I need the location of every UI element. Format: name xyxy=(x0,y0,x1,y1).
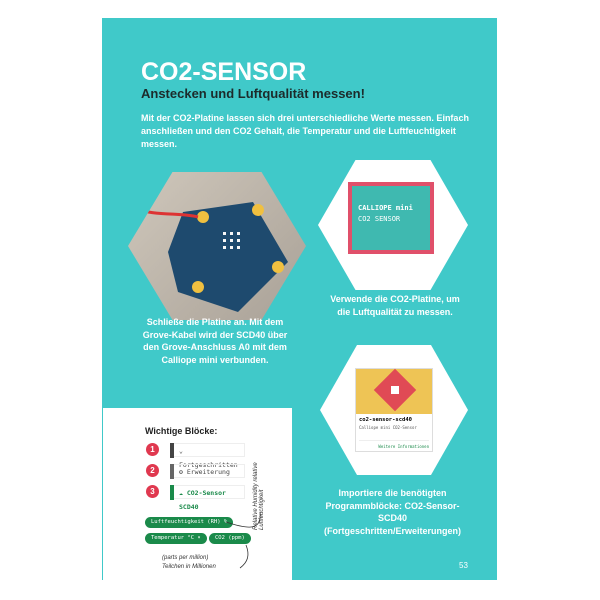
card-desc: Calliope mini CO2-Sensor xyxy=(359,425,417,430)
step-number: 2 xyxy=(146,464,159,477)
annotation-arrows xyxy=(225,511,261,569)
card-image xyxy=(356,368,432,414)
step-number: 3 xyxy=(146,485,159,498)
humidity-block: Luftfeuchtigkeit (RH) % xyxy=(145,517,234,528)
card-name: co2-sensor-scd40 xyxy=(359,417,412,423)
block-category-advanced: ⌄ Fortgeschritten xyxy=(170,443,245,469)
ppm-note-1: (parts per million) xyxy=(162,555,209,561)
cloud-icon: ☁ xyxy=(179,489,187,497)
extension-card[interactable]: co2-sensor-scd40 Calliope mini CO2-Senso… xyxy=(355,368,433,452)
page-number: 53 xyxy=(459,561,468,570)
sensor-box: CALLIOPE mini CO2 SENSOR xyxy=(348,182,434,254)
card-link[interactable]: Weitere Informationen xyxy=(359,440,429,449)
box-label-2: CO2 SENSOR xyxy=(358,215,401,223)
caption-left: Schließe die Platine an. Mit dem Grove-K… xyxy=(142,317,288,365)
chevron-down-icon: ⌄ xyxy=(179,447,183,455)
page-title: CO2-SENSOR xyxy=(141,58,307,86)
blocks-panel xyxy=(103,408,292,580)
block-label: Fortgeschritten xyxy=(179,461,238,469)
box-label-1: CALLIOPE mini xyxy=(358,204,413,212)
temperature-block: Temperatur °C ▾ xyxy=(145,533,207,544)
block-label: CO2-Sensor SCD40 xyxy=(179,489,226,511)
blocks-title: Wichtige Blöcke: xyxy=(145,426,218,436)
intro-text: Mit der CO2-Platine lassen sich drei unt… xyxy=(141,113,469,149)
block-label: Erweiterung xyxy=(186,468,230,476)
block-category-extension: ⚙ Erweiterung xyxy=(170,464,245,479)
gear-icon: ⚙ xyxy=(179,468,187,476)
co2-block: CO2 (ppm) xyxy=(209,533,251,544)
caption-right-top: Verwende die CO2-Platine, um die Luftqua… xyxy=(330,294,460,317)
step-number: 1 xyxy=(146,443,159,456)
page-subtitle: Anstecken und Luftqualität messen! xyxy=(141,86,365,101)
caption-right-bottom: Importiere die benötigten Programmblöcke… xyxy=(323,488,461,536)
ppm-note-2: Teilchen in Millionen xyxy=(162,564,216,570)
block-category-co2: ☁ CO2-Sensor SCD40 xyxy=(170,485,245,511)
